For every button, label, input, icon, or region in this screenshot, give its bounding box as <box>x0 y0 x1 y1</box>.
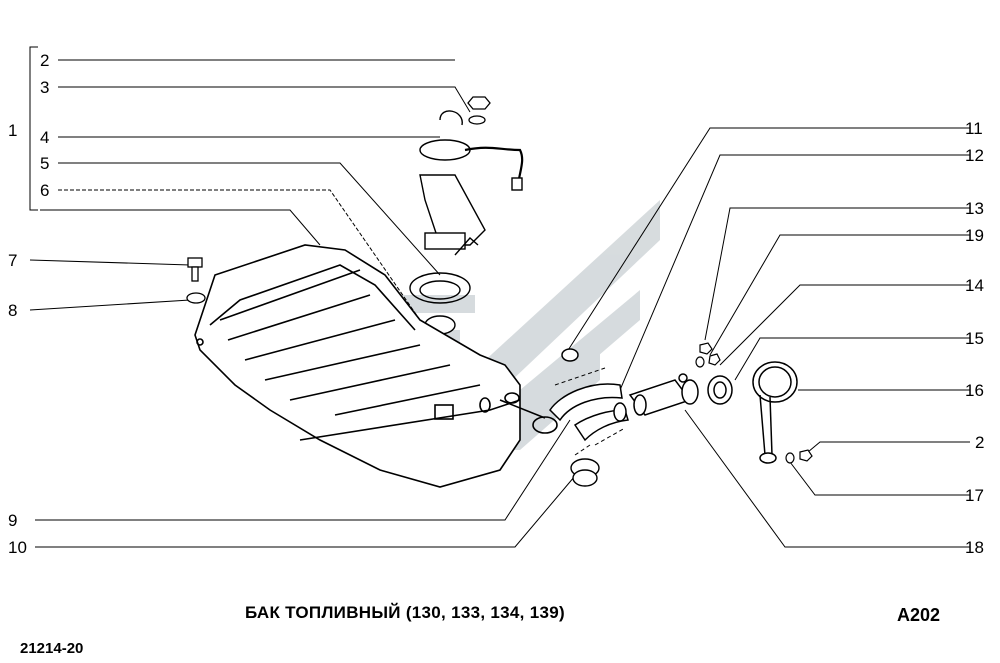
callout-2: 2 <box>40 51 49 70</box>
fuel-tank <box>194 244 558 488</box>
nut-and-washer <box>467 96 491 125</box>
callout-1: 1 <box>8 121 17 140</box>
callout-6: 6 <box>40 181 49 200</box>
document-number: 21214-20 <box>20 640 84 657</box>
grommet <box>707 375 733 405</box>
filler-cap <box>752 361 798 464</box>
callout-11: 11 <box>965 119 983 138</box>
assembly-arrows <box>554 367 626 456</box>
cap-nut-and-washer <box>785 449 813 464</box>
callout-10: 10 <box>8 538 27 557</box>
callout-3: 3 <box>40 78 49 97</box>
fuel-pump-module <box>419 110 524 256</box>
callout-16: 16 <box>965 381 984 400</box>
diagram-caption: БАК ТОПЛИВНЫЙ (130, 133, 134, 139) <box>245 603 565 622</box>
hoses <box>549 348 629 442</box>
callout-2-right: 2 <box>975 433 984 452</box>
hose-clamp <box>570 458 600 487</box>
page-code: A202 <box>897 605 941 625</box>
callout-7: 7 <box>8 251 17 270</box>
small-fasteners <box>695 342 721 368</box>
sealing-ring <box>409 272 471 304</box>
callout-8: 8 <box>8 301 17 320</box>
callout-13: 13 <box>965 199 984 218</box>
callout-15: 15 <box>965 329 984 348</box>
filler-neck <box>628 373 699 416</box>
callout-19: 19 <box>965 226 984 245</box>
leader-lines <box>29 59 970 548</box>
bolt <box>187 257 203 282</box>
group-bracket-1 <box>29 46 38 211</box>
callout-9: 9 <box>8 511 17 530</box>
washer <box>186 292 206 304</box>
callout-12: 12 <box>965 146 984 165</box>
callout-17: 17 <box>965 486 984 505</box>
callout-5: 5 <box>40 154 49 173</box>
callout-18: 18 <box>965 538 984 557</box>
callout-14: 14 <box>965 276 984 295</box>
callout-4: 4 <box>40 128 49 147</box>
